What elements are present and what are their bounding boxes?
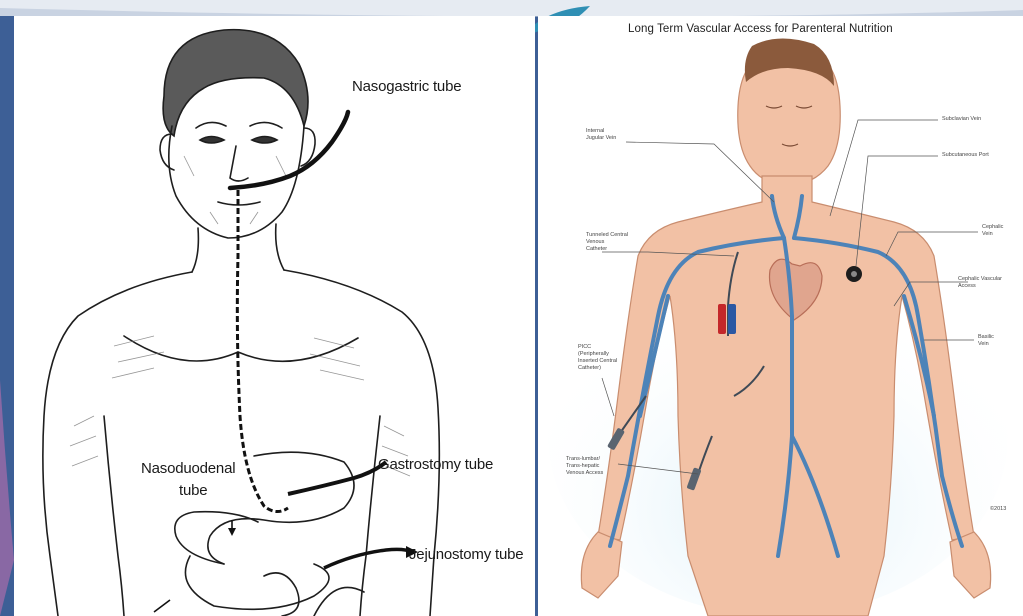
feeding-tubes-panel: Nasogastric tube Nasoduodenal tube Gastr… <box>14 16 535 616</box>
tunneled-catheter-label: Tunneled Central Venous Catheter <box>586 232 628 253</box>
nasogastric-tube <box>230 112 348 188</box>
picc-label: PICC (Peripherally Inserted Central Cath… <box>578 344 617 372</box>
nasoduodenal-tube-label: Nasoduodenal <box>141 460 235 477</box>
catheter-hub-blue <box>728 304 736 334</box>
basilic-vein-label: Basilic Vein <box>978 334 994 348</box>
cephalic-access-label: Cephalic Vascular Access <box>958 276 1002 290</box>
nasoduodenal-tube-label-line2: tube <box>179 482 207 499</box>
vascular-access-illustration <box>538 16 1023 616</box>
gastrostomy-tube-label: Gastrostomy tube <box>378 456 493 473</box>
cephalic-vein-label: Cephalic Vein <box>982 224 1003 238</box>
internal-jugular-label: Internal Jugular Vein <box>586 128 616 142</box>
vascular-access-panel: Long Term Vascular Access for Parenteral… <box>538 16 1023 616</box>
nasoduodenal-tube-line <box>237 190 288 512</box>
catheter-hub-red <box>718 304 726 334</box>
jejunostomy-tube <box>324 549 412 568</box>
jejunostomy-tube-label: Jejunostomy tube <box>409 546 523 563</box>
gastrostomy-tube <box>288 462 386 494</box>
diagram-title: Long Term Vascular Access for Parenteral… <box>628 23 893 35</box>
nasogastric-tube-label: Nasogastric tube <box>352 78 461 95</box>
copyright-label: ©2013 <box>990 506 1006 513</box>
translumbar-access-label: Trans-lumbar/ Trans-hepatic Venous Acces… <box>566 456 603 477</box>
subclavian-vein-label: Subclavian Vein <box>942 116 981 123</box>
feeding-tubes-illustration <box>14 16 535 616</box>
subcutaneous-port-label: Subcutaneous Port <box>942 152 989 159</box>
